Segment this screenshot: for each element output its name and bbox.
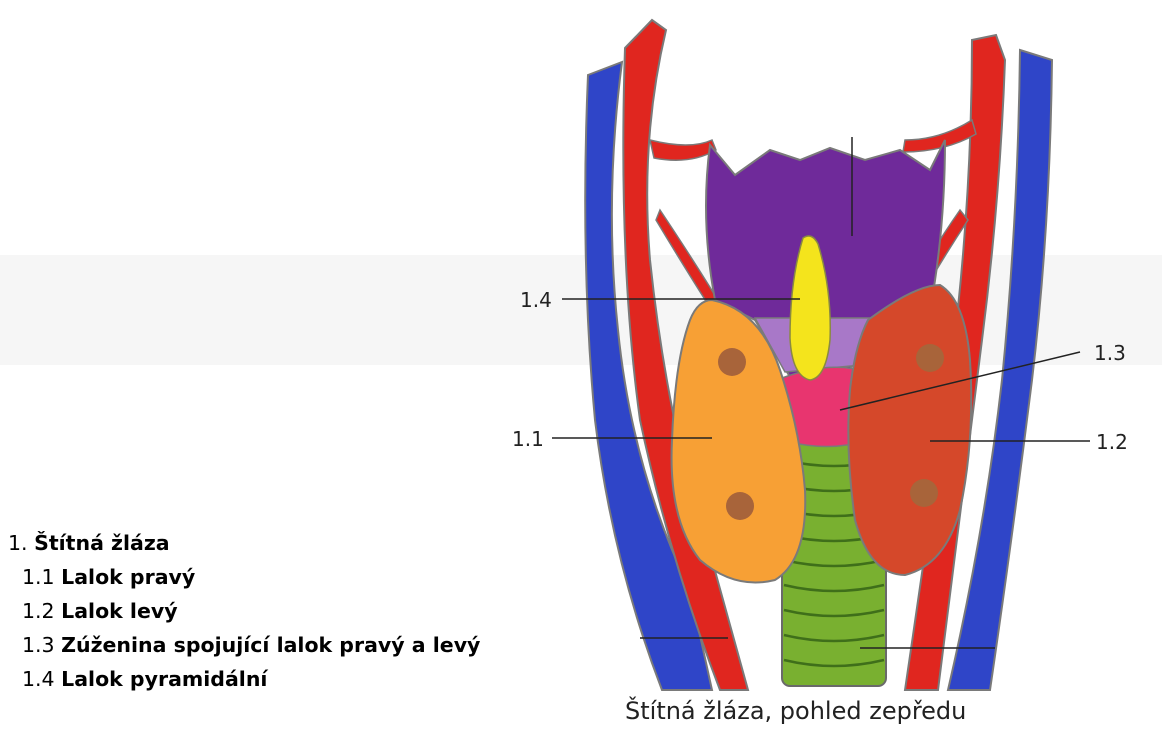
legend-number: 1. — [8, 531, 28, 555]
legend-item-1-4: 1.4 Lalok pyramidální — [8, 662, 480, 696]
legend-text: Lalok levý — [61, 599, 177, 623]
legend-item-1-1: 1.1 Lalok pravý — [8, 560, 480, 594]
legend-item-main: 1. Štítná žláza — [8, 526, 480, 560]
figure-caption: Štítná žláza, pohled zepředu — [625, 697, 1045, 725]
left-lobe-nodule-lower — [910, 479, 938, 507]
legend-number: 1.1 — [22, 565, 55, 589]
label-1-3: 1.3 — [1094, 341, 1126, 365]
left-lobe — [848, 285, 971, 575]
right-lobe-nodule-upper — [718, 348, 746, 376]
legend: 1. Štítná žláza 1.1 Lalok pravý 1.2 Lalo… — [8, 526, 480, 696]
legend-text: Zúženina spojující lalok pravý a levý — [61, 633, 480, 657]
legend-number: 1.4 — [22, 667, 55, 691]
legend-number: 1.2 — [22, 599, 55, 623]
label-1-1: 1.1 — [512, 427, 544, 451]
legend-text: Lalok pravý — [61, 565, 195, 589]
label-1-2: 1.2 — [1096, 430, 1128, 454]
legend-text: Lalok pyramidální — [61, 667, 267, 691]
legend-text: Štítná žláza — [34, 531, 170, 555]
left-lobe-nodule-upper — [916, 344, 944, 372]
label-1-4: 1.4 — [520, 288, 552, 312]
legend-number: 1.3 — [22, 633, 55, 657]
legend-item-1-3: 1.3 Zúženina spojující lalok pravý a lev… — [8, 628, 480, 662]
right-lobe-nodule-lower — [726, 492, 754, 520]
legend-item-1-2: 1.2 Lalok levý — [8, 594, 480, 628]
